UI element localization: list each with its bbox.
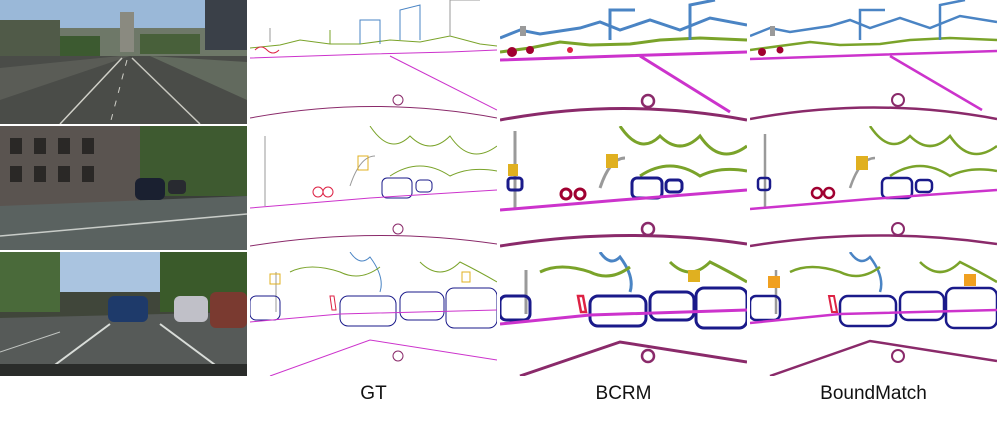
boundmatch-row-1 — [750, 0, 997, 124]
photo-row-3 — [0, 252, 247, 376]
boundmatch-row-3 — [750, 252, 997, 376]
figure-grid — [0, 0, 997, 376]
gt-row-3 — [250, 252, 497, 376]
column-label-bcrm: BCRM — [595, 383, 652, 404]
bcrm-row-2 — [500, 126, 747, 250]
gt-row-2 — [250, 126, 497, 250]
photo-row-2 — [0, 126, 247, 250]
bcrm-row-3 — [500, 252, 747, 376]
boundmatch-row-2 — [750, 126, 997, 250]
column-label-gt: GT — [360, 383, 387, 404]
bcrm-row-1 — [500, 0, 747, 124]
gt-row-1 — [250, 0, 497, 124]
column-label-boundmatch: BoundMatch — [820, 383, 927, 404]
photo-row-1 — [0, 0, 247, 124]
